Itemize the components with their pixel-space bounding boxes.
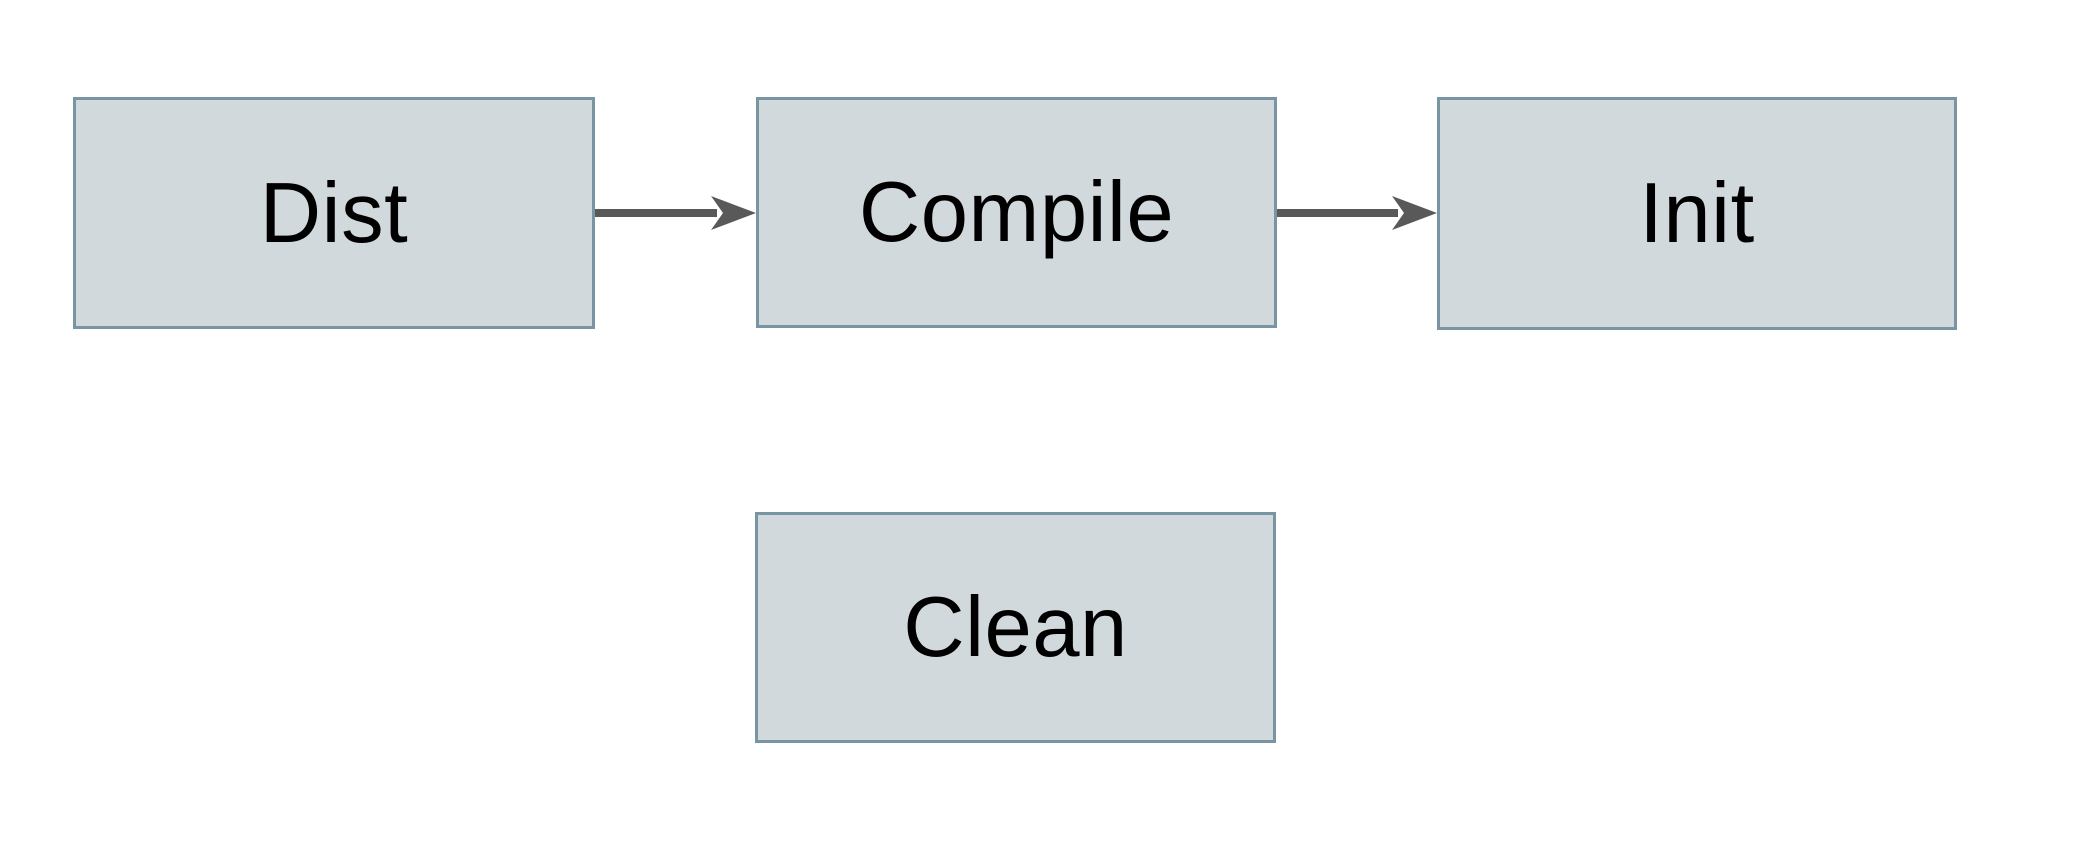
node-dist-label: Dist (259, 165, 409, 261)
node-compile-label: Compile (858, 165, 1175, 260)
node-init: Init (1437, 97, 1957, 330)
node-compile: Compile (756, 97, 1277, 328)
node-clean: Clean (755, 512, 1276, 743)
arrow-compile-to-init (1277, 196, 1437, 230)
node-dist: Dist (73, 97, 595, 329)
arrow-dist-to-compile (595, 196, 756, 230)
node-init-label: Init (1639, 166, 1755, 261)
node-clean-label: Clean (903, 580, 1128, 675)
